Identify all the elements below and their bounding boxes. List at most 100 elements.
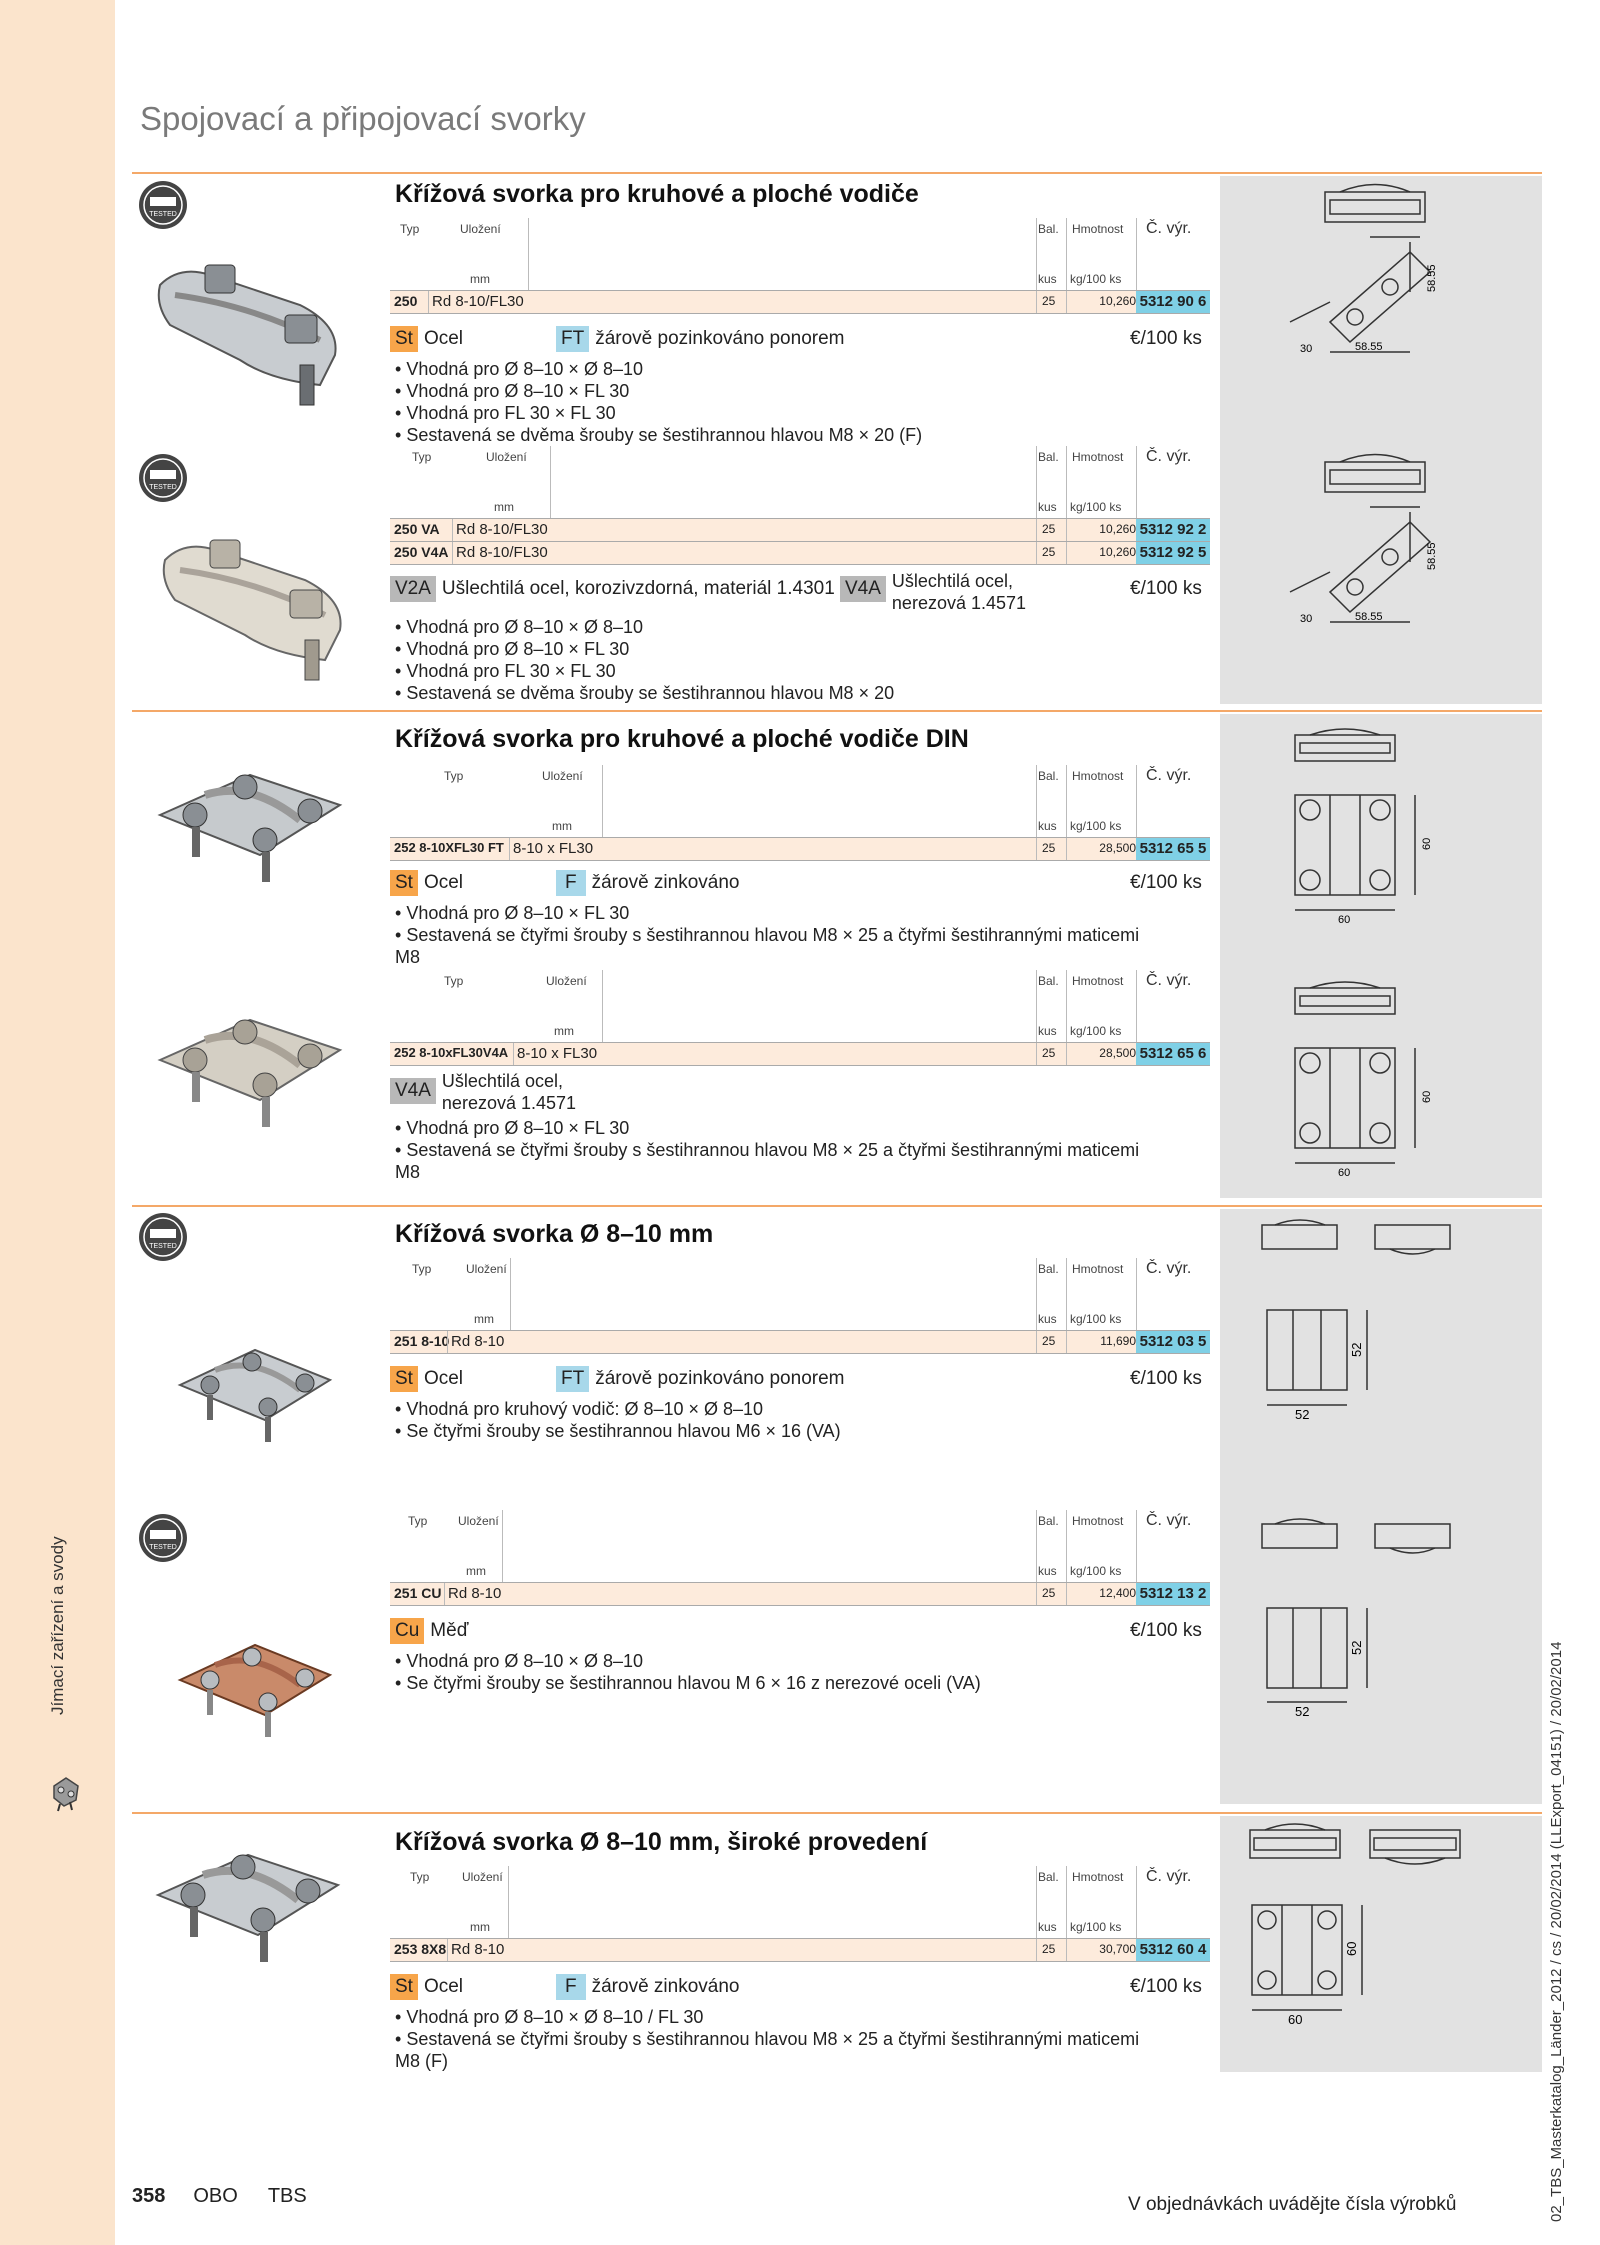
drawing-panel — [1220, 1209, 1542, 1804]
technical-drawing: 60 60 — [1249, 1823, 1461, 2027]
col-ulozeni: Uložení — [466, 1262, 507, 1276]
material-name-block: Ušlechtilá ocel,nerezová 1.4571 — [442, 1070, 576, 1114]
finish-badge: FT — [556, 326, 590, 352]
product-title: Křížová svorka pro kruhové a ploché vodi… — [395, 725, 969, 753]
drawing-panel — [1220, 176, 1542, 704]
product-table: Typ Uložení Bal. Hmotnost Č. výr. mm kus… — [390, 970, 1210, 1066]
col-typ: Typ — [412, 450, 432, 464]
product-title: Křížová svorka pro kruhové a ploché vodi… — [395, 180, 919, 208]
finish-badge: FT — [556, 1366, 590, 1392]
cell-typ: 251 CU — [394, 1585, 442, 1601]
col-hmotnost: Hmotnost — [1072, 450, 1124, 464]
cell-bal: 25 — [1042, 1942, 1056, 1956]
unit-kg: kg/100 ks — [1070, 500, 1122, 514]
list-item: Sestavená se čtyřmi šrouby s šestihranno… — [395, 1139, 1215, 1161]
col-hmotnost: Hmotnost — [1072, 222, 1124, 236]
cell-bal: 25 — [1042, 1586, 1056, 1600]
unit-mm: mm — [554, 1024, 574, 1038]
product-table: Typ Uložení Bal. Hmotnost Č. výr. mm kus… — [390, 446, 1210, 565]
brand-obo: OBO — [193, 2185, 238, 2207]
product-photo-253 — [155, 1853, 341, 1962]
col-ulozeni: Uložení — [458, 1514, 499, 1528]
material-name: Ušlechtilá ocel, — [891, 571, 1013, 591]
table-header: Typ Uložení Bal. Hmotnost Č. výr. mm kus… — [390, 970, 1210, 1043]
material-badge: V4A — [390, 1078, 436, 1104]
material-badge: St — [390, 1366, 418, 1392]
product-title: Křížová svorka Ø 8–10 mm, široké provede… — [395, 1828, 928, 1856]
dim-label: 60 — [1421, 838, 1433, 850]
side-category-label: Jímací zařízení a svody — [48, 1536, 67, 1715]
unit-kg: kg/100 ks — [1070, 819, 1122, 833]
dim-label: 52 — [1295, 1407, 1309, 1422]
unit-mm: mm — [470, 272, 490, 286]
col-hmotnost: Hmotnost — [1072, 1262, 1124, 1276]
feature-list: Vhodná pro Ø 8–10 × FL 30 Sestavená se č… — [395, 1117, 1215, 1183]
product-title: Křížová svorka Ø 8–10 mm — [395, 1220, 714, 1248]
cell-article-number: 5312 92 2 — [1136, 519, 1210, 541]
catalog-export-info: 02_TBS_Masterkatalog_Länder_2012 / cs / … — [1548, 1641, 1565, 2222]
cell-typ: 253 8X8 — [394, 1941, 447, 1957]
feature-list: Vhodná pro Ø 8–10 × Ø 8–10 Vhodná pro Ø … — [395, 358, 1215, 446]
col-ulozeni: Uložení — [542, 769, 583, 783]
product-table: Typ Uložení Bal. Hmotnost Č. výr. mm kus… — [390, 1510, 1210, 1606]
unit-mm: mm — [494, 500, 514, 514]
col-hmotnost: Hmotnost — [1072, 1514, 1124, 1528]
dim-label: 60 — [1288, 2012, 1302, 2027]
unit-kg: kg/100 ks — [1070, 1564, 1122, 1578]
technical-drawing: 58.55 30 58.55 — [1289, 453, 1438, 625]
unit-kg: kg/100 ks — [1070, 1312, 1122, 1326]
col-bal: Bal. — [1038, 769, 1059, 783]
list-item: M8 — [395, 1162, 421, 1182]
cell-ulozeni: Rd 8-10 — [448, 1585, 502, 1602]
col-typ: Typ — [410, 1870, 430, 1884]
price-unit: €/100 ks — [1130, 872, 1202, 893]
material-name: Měď — [430, 1620, 469, 1641]
section-separator — [132, 1812, 1542, 1814]
dim-label: 52 — [1349, 1343, 1364, 1357]
price-unit: €/100 ks — [1130, 1620, 1202, 1641]
col-cvyr: Č. výr. — [1146, 1512, 1192, 1529]
finish-name: žárově pozinkováno ponorem — [595, 1368, 845, 1389]
unit-kus: kus — [1038, 1024, 1057, 1038]
col-bal: Bal. — [1038, 974, 1059, 988]
table-row: 251 8-10 Rd 8-10 25 11,690 5312 03 5 — [390, 1331, 1210, 1354]
table-row: 252 8-10XFL30 FT 8-10 x FL30 25 28,500 5… — [390, 838, 1210, 861]
table-row: 250 V4A Rd 8-10/FL30 25 10,260 5312 92 5 — [390, 542, 1210, 565]
material-badge: V2A — [390, 576, 436, 602]
cell-article-number: 5312 13 2 — [1136, 1583, 1210, 1605]
product-table: Typ Uložení Bal. Hmotnost Č. výr. mm kus… — [390, 765, 1210, 861]
table-header: Typ Uložení Bal. Hmotnost Č. výr. mm kus… — [390, 1866, 1210, 1939]
material-name: nerezová 1.4571 — [441, 1093, 577, 1113]
cell-article-number: 5312 90 6 — [1136, 291, 1210, 313]
dim-label: 60 — [1344, 1942, 1359, 1956]
unit-kus: kus — [1038, 500, 1057, 514]
list-item: Sestavená se dvěma šrouby se šestihranno… — [395, 682, 1215, 704]
svg-text:TESTED: TESTED — [149, 1544, 177, 1551]
col-cvyr: Č. výr. — [1146, 220, 1192, 237]
finish-name: žárově zinkováno — [591, 872, 740, 893]
col-typ: Typ — [444, 974, 464, 988]
cell-bal: 25 — [1042, 545, 1056, 559]
list-item: Vhodná pro Ø 8–10 × Ø 8–10 / FL 30 — [395, 2006, 1215, 2028]
col-typ: Typ — [400, 222, 420, 236]
material-name: nerezová 1.4571 — [891, 593, 1027, 613]
cell-article-number: 5312 60 4 — [1136, 1939, 1210, 1961]
cell-hmotnost: 28,500 — [1099, 1046, 1136, 1060]
cell-bal: 25 — [1042, 841, 1056, 855]
tested-seal-icon: TESTED — [139, 1514, 187, 1562]
list-item: Sestavená se čtyřmi šrouby s šestihranno… — [395, 2028, 1215, 2050]
cell-hmotnost: 28,500 — [1099, 841, 1136, 855]
product-photo-251-cu — [177, 1643, 333, 1737]
technical-drawing: 60 60 — [1294, 728, 1433, 925]
page-title: Spojovací a připojovací svorky — [140, 100, 586, 137]
unit-kg: kg/100 ks — [1070, 272, 1122, 286]
list-item: Vhodná pro Ø 8–10 × Ø 8–10 — [395, 616, 1215, 638]
unit-kus: kus — [1038, 819, 1057, 833]
table-row: 251 CU Rd 8-10 25 12,400 5312 13 2 — [390, 1583, 1210, 1606]
cell-bal: 25 — [1042, 294, 1056, 308]
